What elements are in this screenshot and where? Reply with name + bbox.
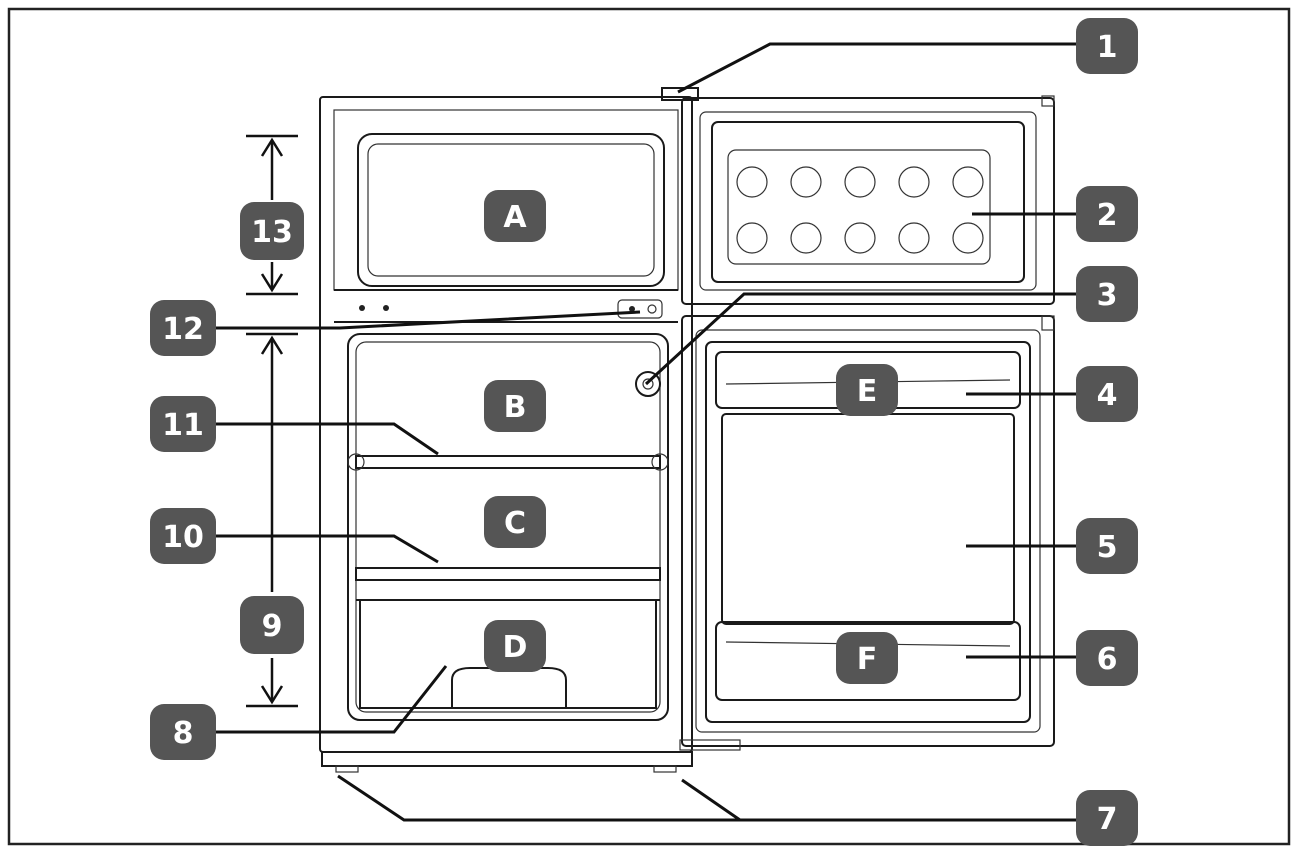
callout-badge-2: 2 (1076, 186, 1138, 242)
zone-label-d: D (503, 630, 528, 665)
callout-label-6: 6 (1097, 642, 1118, 677)
callout-badge-1: 1 (1076, 18, 1138, 74)
callout-badge-10: 10 (150, 508, 216, 564)
outer-frame (7, 7, 1291, 846)
callout-label-12: 12 (162, 312, 204, 347)
callout-label-8: 8 (173, 716, 194, 751)
leader-lines (214, 42, 1080, 822)
callout-badge-8: 8 (150, 704, 216, 760)
callout-label-9: 9 (262, 609, 283, 644)
zone-badge-f: F (836, 632, 898, 684)
zone-badge-a: A (484, 190, 546, 242)
callout-label-1: 1 (1097, 30, 1118, 65)
callout-badge-13: 13 (240, 202, 304, 260)
callout-label-2: 2 (1097, 198, 1118, 233)
callout-badge-4: 4 (1076, 366, 1138, 422)
callout-label-7: 7 (1097, 802, 1118, 837)
callout-label-5: 5 (1097, 530, 1118, 565)
callout-badge-5: 5 (1076, 518, 1138, 574)
callout-label-11: 11 (162, 408, 204, 443)
callout-badge-12: 12 (150, 300, 216, 356)
callout-badge-6: 6 (1076, 630, 1138, 686)
ice-tray (727, 149, 991, 265)
zone-label-c: C (504, 506, 526, 541)
callout-badge-9: 9 (240, 596, 304, 654)
zone-badge-b: B (484, 380, 546, 432)
zone-label-e: E (857, 374, 878, 409)
callout-label-10: 10 (162, 520, 204, 555)
zone-label-f: F (857, 642, 878, 677)
ice-cubes (736, 166, 984, 254)
callout-badge-3: 3 (1076, 266, 1138, 322)
zone-label-b: B (504, 390, 527, 425)
dimension-arrows (246, 134, 298, 708)
callout-label-3: 3 (1097, 278, 1118, 313)
fridge-body (319, 87, 699, 773)
callout-label-13: 13 (251, 215, 293, 250)
zone-badge-e: E (836, 364, 898, 416)
zone-label-a: A (503, 200, 527, 235)
zone-badge-c: C (484, 496, 546, 548)
zone-badge-d: D (484, 620, 546, 672)
callout-badge-11: 11 (150, 396, 216, 452)
callout-badge-7: 7 (1076, 790, 1138, 846)
callout-label-4: 4 (1097, 378, 1118, 413)
